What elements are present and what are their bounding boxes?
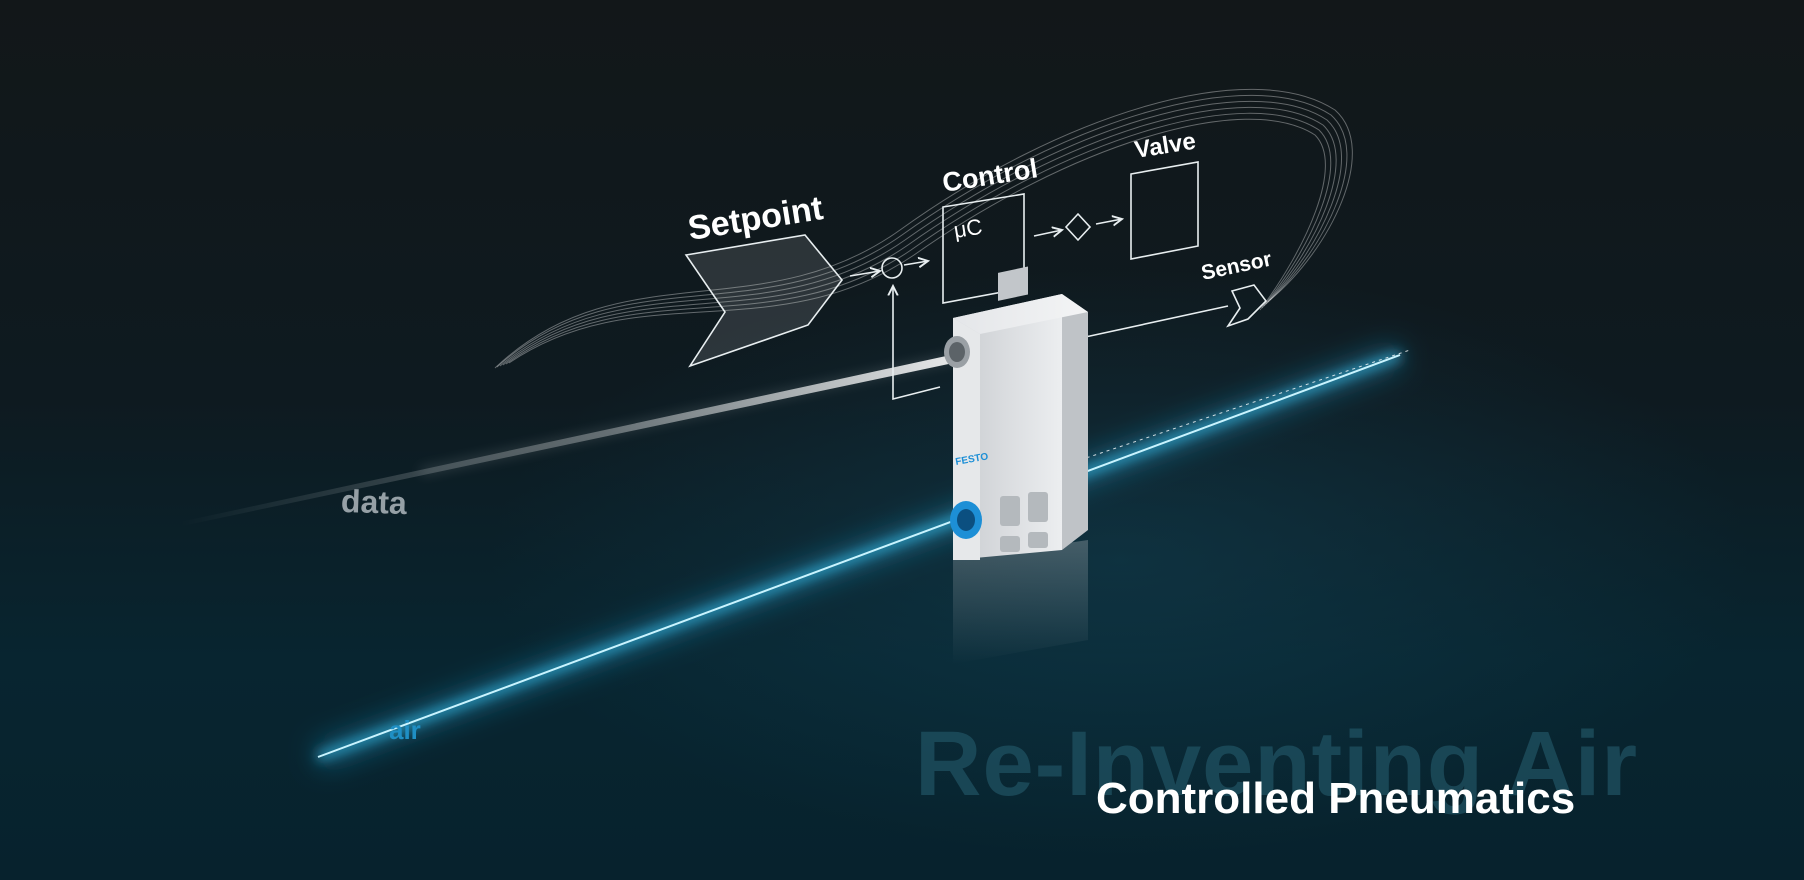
sensor-label: Sensor <box>1199 248 1273 285</box>
setpoint-label: Setpoint <box>685 189 825 248</box>
junction-diamond <box>1064 212 1092 242</box>
device-brand: FESTO <box>955 451 990 468</box>
festo-device <box>944 266 1088 560</box>
valve-label: Valve <box>1133 128 1198 164</box>
sensor-shape <box>1226 284 1268 328</box>
subline: Controlled Pneumatics <box>1096 774 1576 823</box>
setpoint-shape <box>684 234 844 368</box>
headline: Re-Inventing Air <box>915 713 1639 815</box>
control-diagram <box>684 161 1268 401</box>
data-stream <box>180 353 960 526</box>
valve-box <box>1130 161 1199 260</box>
control-label: Control <box>940 153 1039 198</box>
connector-port <box>944 336 970 368</box>
air-fitting <box>950 501 982 539</box>
data-ribbon <box>494 88 1353 369</box>
control-symbol: μC <box>952 214 984 243</box>
air-beam <box>314 344 1411 768</box>
air-stream-label: air <box>389 715 421 745</box>
summing-junction <box>881 257 903 279</box>
data-stream-label: data <box>340 482 408 522</box>
device-reflection <box>953 540 1088 664</box>
